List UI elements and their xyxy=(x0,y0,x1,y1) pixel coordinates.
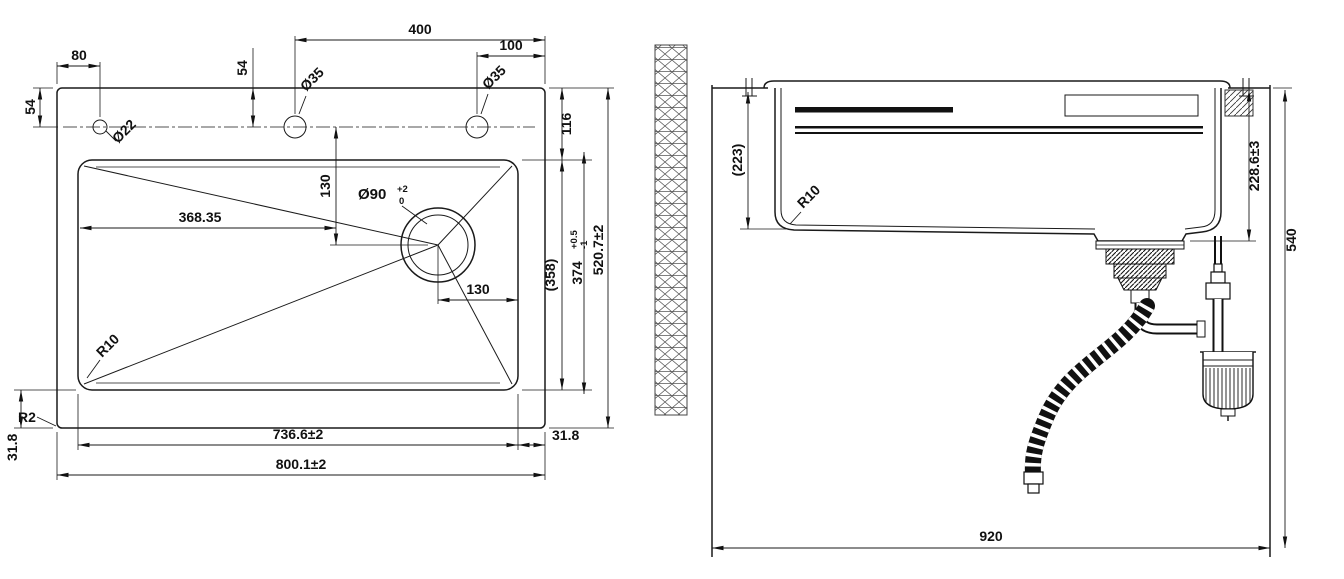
sink-step-line-2 xyxy=(795,132,1203,134)
cabinet-walls xyxy=(711,85,1271,557)
dim-520: 520.7±2 xyxy=(549,88,614,429)
dim-100-label: 100 xyxy=(499,37,523,53)
hole-dia35-left xyxy=(283,115,307,139)
dim-368: 368.35 xyxy=(80,209,336,231)
flexible-drain-hose xyxy=(1023,298,1155,494)
sink-step-line-1 xyxy=(795,126,1203,129)
callout-dia22: Ø22 xyxy=(105,116,139,146)
dia90-label: Ø90 xyxy=(358,186,386,203)
dim-520-label: 520.7±2 xyxy=(590,225,606,276)
dim-400-label: 400 xyxy=(408,21,432,37)
r10-top-label: R10 xyxy=(93,330,123,360)
hose-end-nut xyxy=(1027,483,1040,494)
dim-116-label: 116 xyxy=(558,112,574,135)
dim-400: 400 xyxy=(294,21,546,114)
dim-318-right-label: 31.8 xyxy=(552,427,579,443)
dim-54-top: 54 xyxy=(234,48,256,127)
dim-374-tol-lower: -1 xyxy=(579,240,590,249)
strainer-assembly xyxy=(1095,240,1185,304)
callout-r10-side: R10 xyxy=(789,181,824,225)
dia35-left-label: Ø35 xyxy=(297,64,327,94)
callout-r2: R2 xyxy=(18,409,57,427)
callout-dia90: Ø90 +2 0 xyxy=(358,184,428,225)
sink-section-profile xyxy=(763,80,1231,242)
dim-228-label: 228.6±3 xyxy=(1246,141,1262,192)
dim-54-left: 54 xyxy=(22,87,58,128)
r10-side-label: R10 xyxy=(794,181,824,211)
top-view: 80 400 100 54 54 xyxy=(4,21,614,480)
deck-recess xyxy=(1064,94,1199,117)
dim-358-label: (358) xyxy=(542,259,558,292)
dim-920: 920 xyxy=(712,528,1270,551)
dim-540-label: 540 xyxy=(1283,228,1299,252)
dim-228: 228.6±3 xyxy=(1190,90,1262,242)
dim-130-horizontal-label: 130 xyxy=(466,281,490,297)
hose-end-fitting xyxy=(1023,471,1044,485)
wall-tile-strip xyxy=(654,44,688,416)
dim-318-right: 31.8 xyxy=(518,427,579,480)
dim-800: 800.1±2 xyxy=(56,432,545,480)
dim-374-tol-upper: +0.5 xyxy=(569,230,580,249)
dim-130-vertical: 130 xyxy=(317,127,428,246)
hole-dia22 xyxy=(92,119,108,135)
faucet-holes xyxy=(92,115,489,139)
sink-ledge-groove xyxy=(795,107,953,113)
hole-dia35-right xyxy=(465,115,489,139)
dim-116-358: 116 (358) xyxy=(522,87,614,391)
dim-800-label: 800.1±2 xyxy=(276,456,327,472)
trap-cup xyxy=(1200,351,1256,421)
dim-374: 374 +0.5 -1 xyxy=(569,152,590,394)
overflow-valve-assembly xyxy=(1205,236,1231,353)
dim-540: 540 xyxy=(1273,87,1299,548)
dim-100: 100 xyxy=(476,37,545,114)
dim-368-label: 368.35 xyxy=(179,209,222,225)
dim-736: 736.6±2 xyxy=(77,394,519,450)
side-view: (223) R10 228.6±3 540 920 xyxy=(654,44,1299,557)
dim-130-vertical-label: 130 xyxy=(317,174,333,198)
dia90-tol-upper: +2 xyxy=(397,184,408,195)
dim-736-label: 736.6±2 xyxy=(273,426,324,442)
sink-outline xyxy=(56,87,546,429)
dim-318-left: 31.8 xyxy=(4,389,76,461)
dim-54-left-label: 54 xyxy=(22,99,38,115)
dim-920-label: 920 xyxy=(979,528,1003,544)
dim-80: 80 xyxy=(56,47,101,117)
dim-130-horizontal: 130 xyxy=(437,246,518,304)
dim-54-top-label: 54 xyxy=(234,60,250,76)
dim-318-left-label: 31.8 xyxy=(4,434,20,461)
bowl-slope-lines xyxy=(83,165,513,385)
dia22-label: Ø22 xyxy=(109,116,139,146)
dia90-tol-lower: 0 xyxy=(399,196,404,207)
dim-223: (223) xyxy=(729,92,786,230)
dim-80-label: 80 xyxy=(71,47,87,63)
dim-223-label: (223) xyxy=(729,144,745,177)
dim-374-label: 374 xyxy=(569,261,585,285)
callout-dia35-left: Ø35 xyxy=(297,64,327,115)
